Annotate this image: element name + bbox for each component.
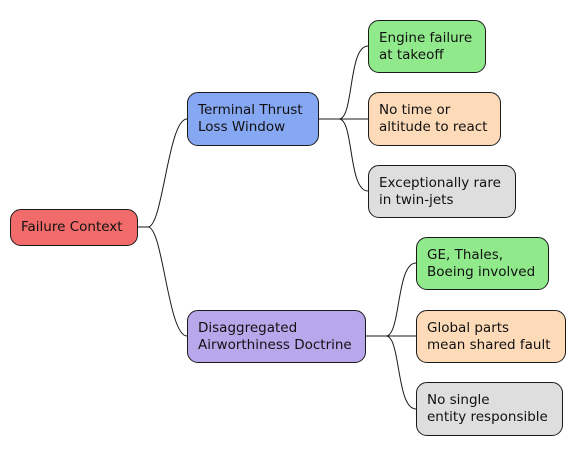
leaf-node-ge-thales-boeing: GE, Thales, Boeing involved bbox=[416, 237, 549, 290]
edge-root-to-doctrine bbox=[138, 226, 188, 337]
branch-node-label-line-1: Disaggregated bbox=[198, 319, 298, 336]
branch-node-airworthiness-doctrine: Disaggregated Airworthiness Doctrine bbox=[187, 310, 366, 363]
edge-thrust-to-rare bbox=[319, 118, 369, 192]
edge-doctrine-to-no-single bbox=[366, 335, 417, 410]
leaf-node-exceptionally-rare: Exceptionally rare in twin-jets bbox=[368, 165, 516, 218]
leaf-node-label-line-2: at takeoff bbox=[379, 46, 444, 63]
edge-doctrine-to-ge-thales bbox=[366, 262, 417, 337]
leaf-node-label-line-2: mean shared fault bbox=[427, 336, 551, 353]
branch-node-terminal-thrust: Terminal Thrust Loss Window bbox=[187, 92, 319, 146]
branch-node-label-line-2: Airworthiness Doctrine bbox=[198, 336, 352, 353]
leaf-node-label-line-2: in twin-jets bbox=[379, 191, 454, 208]
root-node-failure-context: Failure Context bbox=[10, 209, 138, 246]
leaf-node-engine-failure: Engine failure at takeoff bbox=[368, 20, 486, 73]
leaf-node-label-line-2: entity responsible bbox=[427, 409, 548, 425]
leaf-node-label-line-1: Exceptionally rare bbox=[379, 174, 501, 191]
leaf-node-label-line-1: GE, Thales, bbox=[427, 246, 504, 263]
leaf-node-label-line-2: Boeing involved bbox=[427, 263, 536, 280]
leaf-node-label-line-1: Global parts bbox=[427, 319, 510, 336]
leaf-node-no-single-entity: No single entity responsible bbox=[416, 382, 563, 436]
leaf-node-no-time: No time or altitude to react bbox=[368, 92, 501, 146]
leaf-node-label-line-2: altitude to react bbox=[379, 119, 488, 135]
leaf-node-label-line-1: Engine failure bbox=[379, 29, 473, 46]
leaf-node-label-line-1: No single bbox=[427, 392, 490, 408]
edge-thrust-to-engine-failure bbox=[319, 45, 369, 120]
branch-node-label-line-1: Terminal Thrust bbox=[198, 102, 303, 118]
root-node-label: Failure Context bbox=[21, 219, 123, 235]
edge-root-to-thrust bbox=[138, 118, 188, 228]
branch-node-label-line-2: Loss Window bbox=[198, 119, 286, 135]
leaf-node-label-line-1: No time or bbox=[379, 102, 451, 118]
leaf-node-global-parts: Global parts mean shared fault bbox=[416, 310, 566, 363]
